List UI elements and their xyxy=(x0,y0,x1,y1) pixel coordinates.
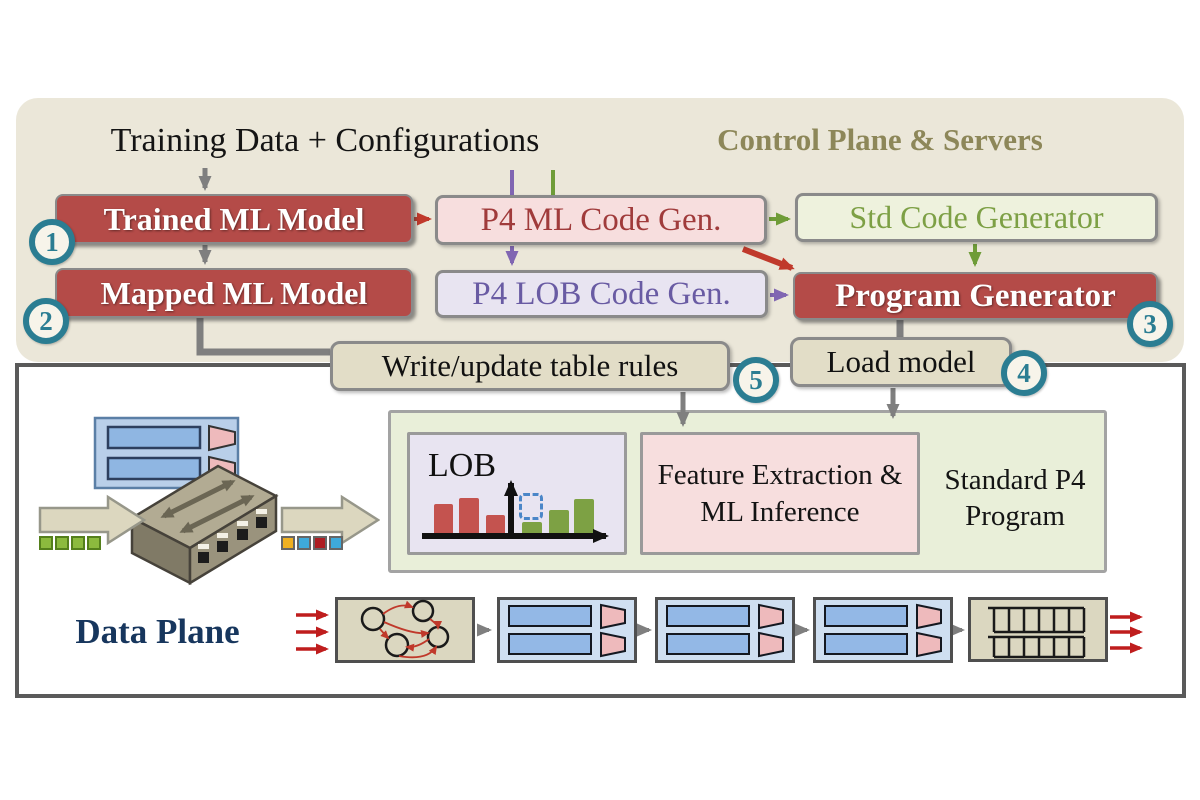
p4-lob-code-gen-box: P4 LOB Code Gen. xyxy=(435,270,768,318)
lob-axes-icon xyxy=(422,480,609,543)
training-data-label: Training Data + Configurations xyxy=(110,122,540,159)
step-5-badge: 5 xyxy=(733,357,779,403)
lob-label: LOB xyxy=(428,447,496,484)
pipeline-stage-icon xyxy=(497,597,637,663)
write-update-rules-box: Write/update table rules xyxy=(330,341,730,391)
standard-p4-program-label: Standard P4 Program xyxy=(944,464,1086,533)
traffic-out-arrow-icon xyxy=(280,494,380,546)
pipeline-stage-icon xyxy=(655,597,795,663)
data-plane-title: Data Plane xyxy=(75,612,240,651)
pipeline-stage-icon xyxy=(813,597,953,663)
packets-in-icon xyxy=(39,536,101,550)
step-3-badge: 3 xyxy=(1127,301,1173,347)
trained-ml-model-box: Trained ML Model xyxy=(55,194,413,244)
load-model-box: Load model xyxy=(790,337,1012,387)
switch-icon xyxy=(38,416,380,586)
switch-body-icon xyxy=(129,464,279,586)
lob-histogram-icon xyxy=(410,435,624,552)
packets-out-icon xyxy=(281,536,343,550)
switch-ports-icon xyxy=(198,509,267,563)
traffic-in-arrow-icon xyxy=(38,494,147,546)
mapped-ml-model-box: Mapped ML Model xyxy=(55,268,413,318)
queue-icon xyxy=(968,597,1108,662)
feature-extraction-label: Feature Extraction & ML Inference xyxy=(657,459,903,528)
step-2-badge: 2 xyxy=(23,298,69,344)
step-4-badge: 4 xyxy=(1001,350,1047,396)
parser-icon xyxy=(335,597,475,663)
p4-ml-code-gen-box: P4 ML Code Gen. xyxy=(435,195,767,245)
feature-extraction-box: Feature Extraction & ML Inference xyxy=(640,432,920,555)
program-generator-box: Program Generator xyxy=(793,272,1158,320)
step-1-badge: 1 xyxy=(29,219,75,265)
lob-box: LOB xyxy=(407,432,627,555)
std-code-generator-box: Std Code Generator xyxy=(795,193,1158,242)
control-plane-title: Control Plane & Servers xyxy=(717,122,1043,157)
